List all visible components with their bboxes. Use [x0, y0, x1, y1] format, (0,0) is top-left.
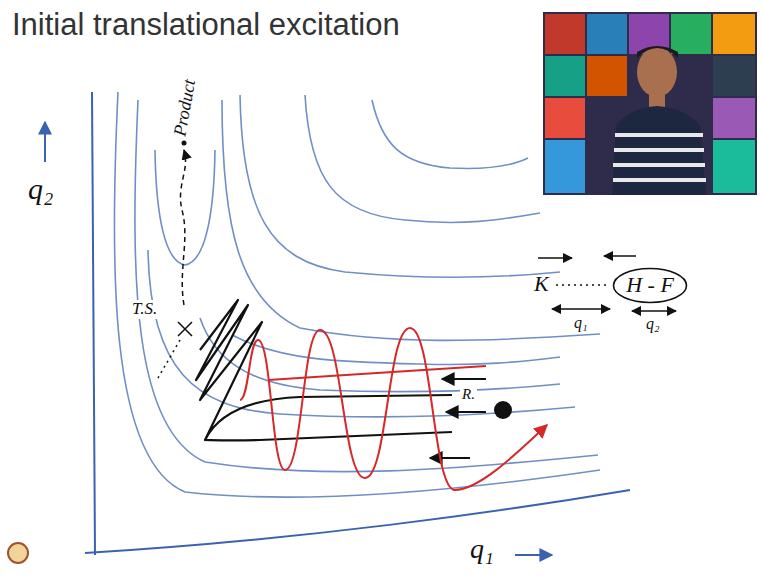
contour-line — [240, 95, 560, 277]
momentum-arrow — [430, 457, 470, 459]
atom-label: K — [534, 272, 549, 296]
dividing-line — [158, 340, 180, 378]
axis-q1 — [85, 490, 630, 553]
poster-tile — [545, 140, 585, 193]
contour-lines — [114, 92, 600, 497]
momentum-arrow — [446, 411, 486, 413]
poster-tile — [713, 98, 755, 138]
velocity-arrow — [604, 255, 636, 257]
trajectory-red — [240, 328, 547, 490]
contour-line — [372, 100, 528, 169]
point-label: R. — [460, 386, 477, 403]
contour-line — [305, 95, 540, 222]
region-label: Product — [171, 78, 200, 138]
axis-q2 — [92, 92, 95, 555]
presenter-shirt — [612, 106, 706, 195]
approach-line — [556, 284, 609, 286]
contour-line — [114, 92, 600, 497]
slide-title: Initial translational excitation — [12, 8, 400, 42]
poster-tile — [671, 14, 711, 54]
contour-line — [200, 318, 560, 392]
ellipse-outline — [614, 268, 687, 302]
poster-tile — [713, 140, 755, 193]
poster-tile — [545, 98, 585, 138]
axis-label: q₁ — [470, 534, 494, 565]
coordinate-label: q₂ — [646, 315, 660, 333]
molecule-label: H - F — [626, 273, 674, 297]
axis-label: q₂ — [28, 172, 53, 205]
presenter-hair — [637, 46, 678, 58]
product-dot — [182, 141, 187, 146]
reaction-path — [180, 150, 185, 305]
coordinate-arrow — [632, 310, 676, 312]
shirt-stripes — [613, 135, 706, 180]
momentum-arrow — [442, 378, 486, 380]
logo — [8, 543, 28, 563]
poster-tile — [545, 14, 585, 54]
trajectory-red — [268, 366, 486, 380]
trajectory-black — [205, 432, 452, 440]
poster-tile — [587, 56, 627, 96]
poster-tile — [587, 14, 627, 54]
coordinate-label: q₁ — [574, 314, 588, 332]
axis-arrow — [44, 122, 46, 162]
poster-tile — [545, 56, 585, 96]
webcam-inset — [543, 12, 757, 195]
poster-tile — [713, 56, 755, 96]
coordinate-arrow — [552, 308, 610, 310]
ts-mark — [178, 322, 192, 336]
velocity-arrow — [538, 257, 572, 259]
initial-point — [494, 401, 512, 419]
molecule-ellipse: H - F — [612, 267, 688, 304]
poster-tile — [713, 14, 755, 54]
region-label: T.S. — [130, 300, 159, 319]
contour-line — [135, 100, 598, 472]
presenter-head — [637, 47, 677, 97]
webcam-frame — [543, 12, 757, 195]
axis-arrow — [515, 554, 552, 556]
